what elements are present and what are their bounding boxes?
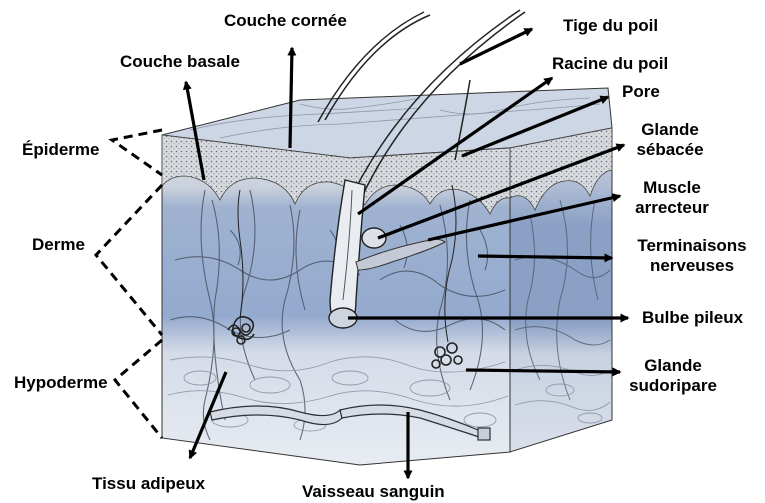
label-hypoderme: Hypoderme (14, 373, 108, 393)
label-terminaisons-line1: Terminaisons (622, 236, 762, 256)
label-terminaisons-line2: nerveuses (622, 256, 762, 276)
label-tige-du-poil: Tige du poil (563, 16, 658, 36)
label-couche-cornee: Couche cornée (224, 11, 347, 31)
label-tissu-adipeux: Tissu adipeux (92, 474, 205, 494)
label-vaisseau-sanguin: Vaisseau sanguin (302, 482, 445, 502)
label-muscle-arrecteur-line2: arrecteur (624, 198, 720, 218)
label-bulbe-pileux: Bulbe pileux (642, 308, 743, 328)
label-muscle-arrecteur: Muscle arrecteur (624, 178, 720, 218)
label-glande-sebacee-line1: Glande (630, 120, 710, 140)
label-muscle-arrecteur-line1: Muscle (624, 178, 720, 198)
label-terminaisons-nerveuses: Terminaisons nerveuses (622, 236, 762, 276)
label-racine-du-poil: Racine du poil (552, 54, 668, 74)
label-glande-sebacee-line2: sébacée (630, 140, 710, 160)
label-derme: Derme (32, 235, 85, 255)
label-couche-basale: Couche basale (120, 52, 240, 72)
label-glande-sudoripare: Glande sudoripare (618, 356, 728, 396)
label-glande-sudoripare-line2: sudoripare (618, 376, 728, 396)
label-pore: Pore (622, 82, 660, 102)
label-glande-sebacee: Glande sébacée (630, 120, 710, 160)
label-glande-sudoripare-line1: Glande (618, 356, 728, 376)
label-epiderme: Épiderme (22, 140, 99, 160)
